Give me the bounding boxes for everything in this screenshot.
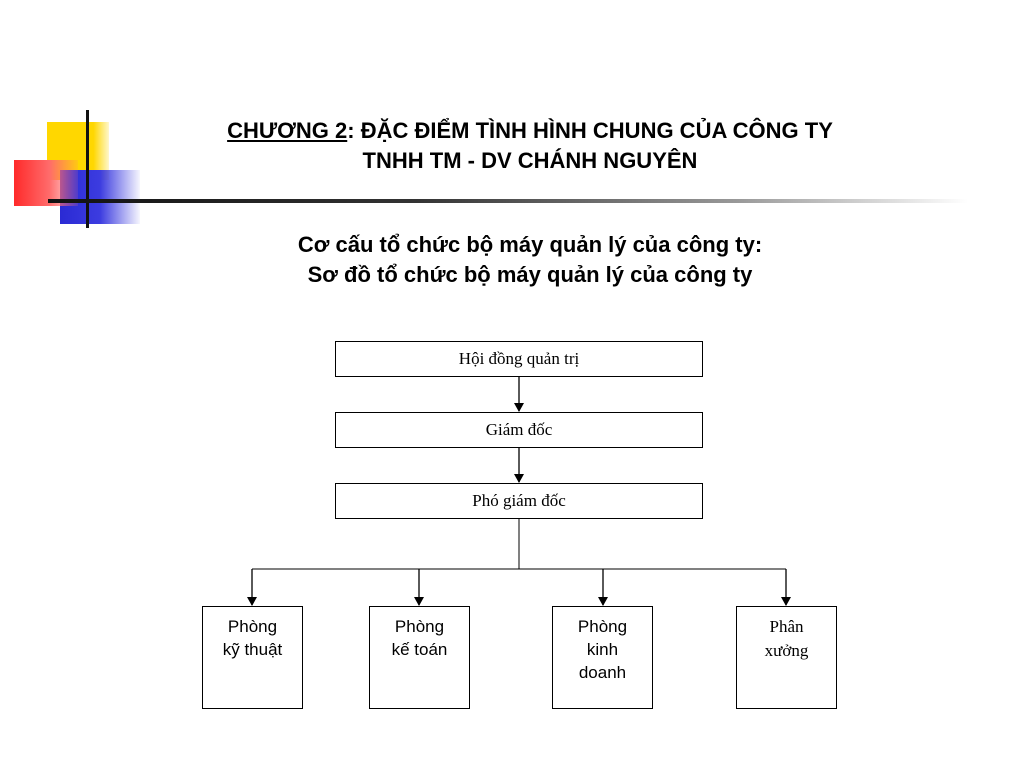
- deputy-director-label: Phó giám đốc: [472, 491, 566, 510]
- dept-label-line: kỹ thuật: [222, 640, 283, 659]
- arrowhead-dept-4: [781, 597, 791, 606]
- section-heading: Cơ cấu tổ chức bộ máy quản lý của công t…: [297, 232, 763, 257]
- director-box: Giám đốc: [335, 412, 703, 448]
- slide-title-line-2: TNHH TM - DV CHÁNH NGUYÊN: [362, 148, 698, 173]
- dept-box-sales: Phòng kinh doanh: [552, 606, 653, 709]
- dept-label-line: xưởng: [764, 641, 809, 660]
- arrowhead-dept-3: [598, 597, 608, 606]
- slide-title-line-1: CHƯƠNG 2: ĐẶC ĐIỂM TÌNH HÌNH CHUNG CỦA C…: [150, 116, 910, 146]
- dept-label-line: Phân: [769, 617, 804, 636]
- chapter-label: CHƯƠNG 2: [227, 118, 348, 143]
- arrowhead-dept-1: [247, 597, 257, 606]
- dept-box-workshop: Phân xưởng: [736, 606, 837, 709]
- decor-red-square: [14, 160, 78, 206]
- dept-box-technical: Phòng kỹ thuật: [202, 606, 303, 709]
- arrowhead-deputy: [514, 474, 524, 483]
- dept-label-line: Phòng: [227, 617, 278, 636]
- dept-label-line: kế toán: [391, 640, 448, 659]
- board-box: Hội đồng quản trị: [335, 341, 703, 377]
- decor-horizontal-rule: [48, 199, 968, 203]
- decor-vertical-line: [86, 110, 89, 228]
- dept-box-accounting: Phòng kế toán: [369, 606, 470, 709]
- deputy-director-box: Phó giám đốc: [335, 483, 703, 519]
- dept-label-line: Phòng: [394, 617, 445, 636]
- director-label: Giám đốc: [485, 420, 553, 439]
- dept-label-line: Phòng: [577, 617, 628, 636]
- board-label: Hội đồng quản trị: [458, 349, 580, 368]
- arrowhead-director: [514, 403, 524, 412]
- diagram-caption: Sơ đồ tổ chức bộ máy quản lý của công ty: [307, 262, 753, 287]
- arrowhead-dept-2: [414, 597, 424, 606]
- dept-label-line: kinh: [586, 640, 619, 659]
- title-text: : ĐẶC ĐIỂM TÌNH HÌNH CHUNG CỦA CÔNG TY: [347, 118, 833, 143]
- dept-label-line: doanh: [578, 663, 627, 682]
